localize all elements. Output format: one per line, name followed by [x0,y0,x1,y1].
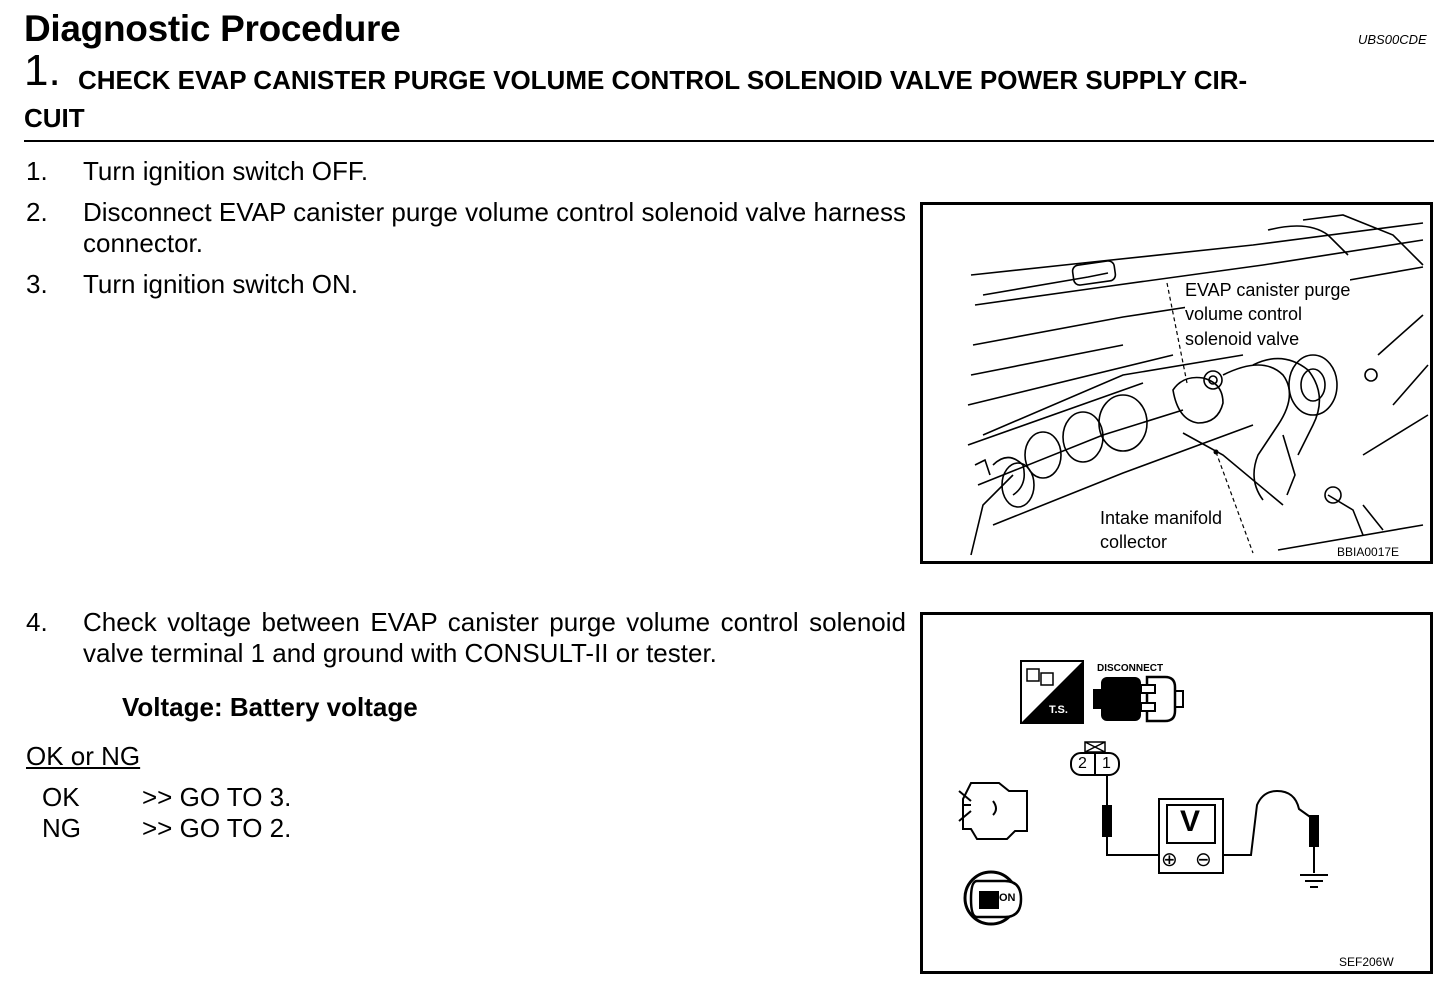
voltage-check-figure: T.S. DISCONNECT 2 1 V ⊕ ⊖ ON SEF206W [920,612,1433,974]
minus-terminal-icon: ⊖ [1195,849,1212,871]
step-index: 4. [26,607,48,637]
page-title: Diagnostic Procedure [24,8,401,49]
step-text: Turn ignition switch OFF. [83,156,369,186]
engine-bay-illustration [967,214,1429,556]
step-text: Check voltage between EVAP canister purg… [83,607,906,668]
figure-code: SEF206W [1339,955,1394,969]
step-heading-line2: CUIT [24,103,85,133]
result-key: NG [42,813,81,843]
step-index: 1. [26,156,48,186]
result-action: >> GO TO 3. [142,782,292,812]
plus-terminal-icon: ⊕ [1161,849,1178,871]
tester-icon [1020,660,1084,724]
voltage-spec: Voltage: Battery voltage [122,692,418,722]
result-key: OK [42,782,80,812]
engine-icon [958,782,1028,840]
step-number: 1. [24,46,61,95]
valve-label-line3: solenoid valve [1185,327,1300,351]
tester-label: T.S. [1049,704,1068,716]
document-code: UBS00CDE [1358,32,1427,47]
step-heading-line1: CHECK EVAP CANISTER PURGE VOLUME CONTROL… [78,65,1248,95]
result-action: >> GO TO 2. [142,813,292,843]
voltmeter-icon [1158,798,1224,874]
ignition-key-icon [963,870,1023,926]
terminal-2-label: 2 [1078,755,1087,772]
key-on-label: ON [999,892,1016,904]
step-index: 3. [26,269,48,299]
ground-icon [1300,874,1328,888]
valve-label-line2: volume control [1185,302,1303,326]
valve-label-line1: EVAP canister purge [1185,278,1351,302]
manifold-label-line2: collector [1100,530,1168,554]
disconnect-label: DISCONNECT [1097,663,1164,674]
manifold-label-line1: Intake manifold [1100,506,1223,530]
result-heading: OK or NG [26,741,141,771]
step-text: Disconnect EVAP canister purge volume co… [83,197,906,258]
harness-connector-icon [1070,741,1120,776]
terminal-1-label: 1 [1102,755,1111,772]
voltmeter-label: V [1180,805,1201,838]
step-index: 2. [26,197,48,227]
disconnect-connector-icon [1093,675,1184,723]
step-heading: CHECK EVAP CANISTER PURGE VOLUME CONTROL… [24,62,1408,133]
engine-bay-figure: EVAP canister purge volume control solen… [920,202,1433,564]
figure-code: BBIA0017E [1337,545,1400,559]
heading-rule [24,140,1434,142]
step-text: Turn ignition switch ON. [83,269,359,299]
voltage-check-diagram [958,660,1328,926]
